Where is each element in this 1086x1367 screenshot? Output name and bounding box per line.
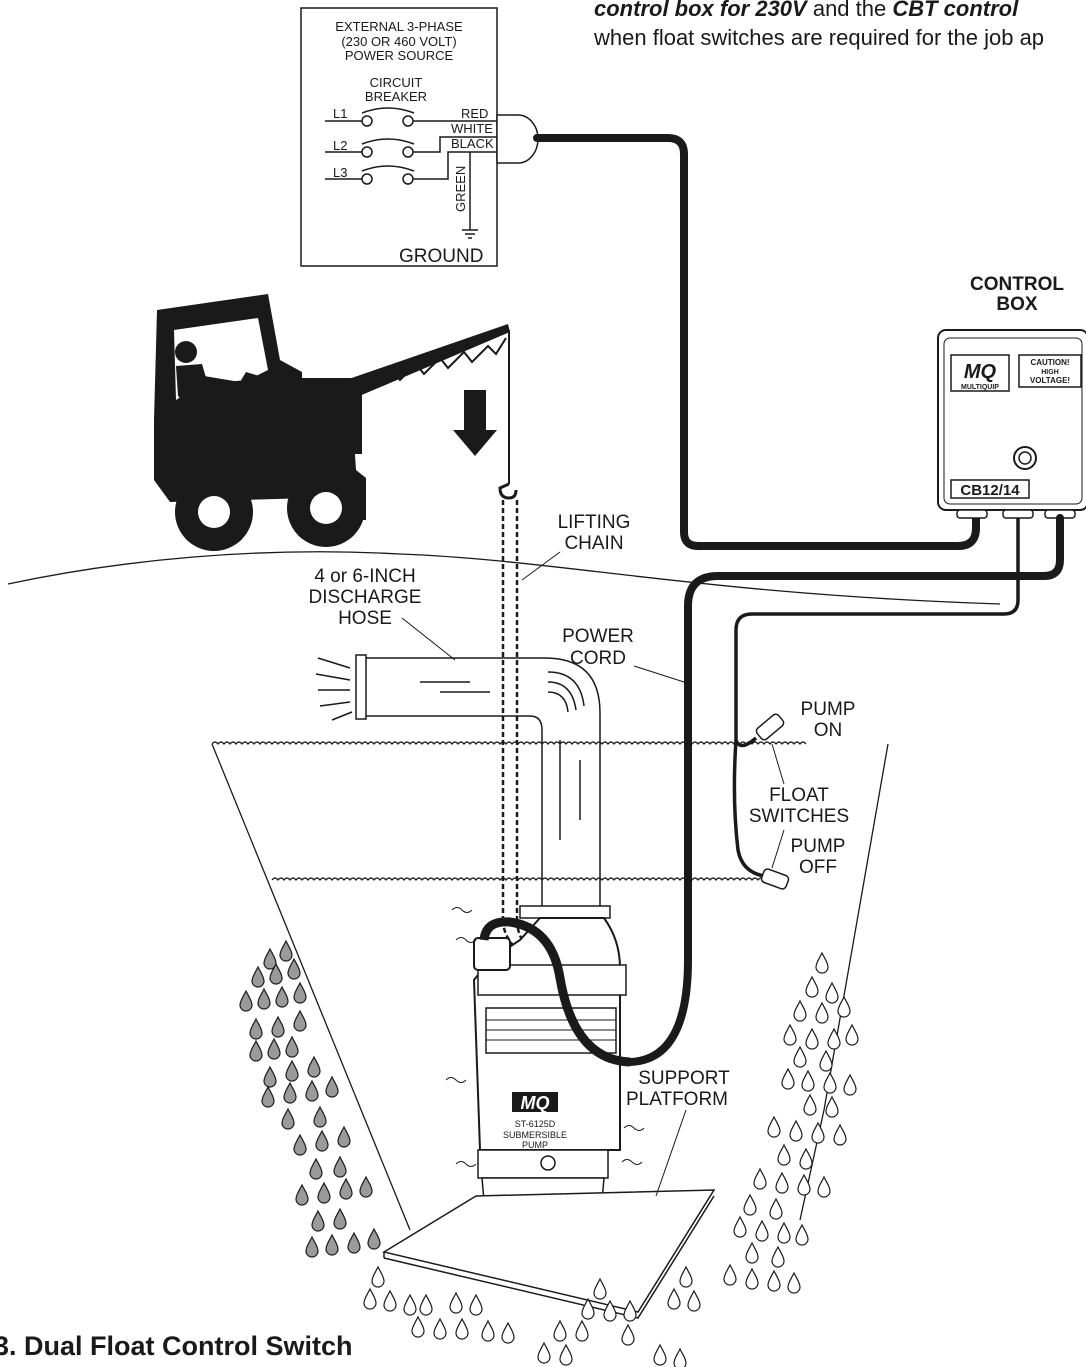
caution-line-1: CAUTION!	[1030, 358, 1069, 367]
control-box-brand: MQ	[964, 361, 997, 383]
l2-label: L2	[333, 138, 347, 153]
power-source-panel: EXTERNAL 3-PHASE (230 OR 460 VOLT) POWER…	[301, 8, 538, 267]
lower-label: LOWER	[471, 395, 483, 436]
plug-connector	[497, 115, 538, 163]
control-box: CONTROL BOX MQ MULTIQUIP CAUTION! HIGH V…	[938, 274, 1086, 518]
control-box-brand-sub: MULTIQUIP	[961, 384, 999, 391]
discharge-hose	[316, 655, 600, 912]
float-switch-on	[755, 713, 785, 742]
pump-brand: MQ	[521, 1093, 550, 1113]
figure-caption: 3. Dual Float Control Switch	[0, 1331, 353, 1362]
hose-label-1: 4 or 6-INCH	[314, 566, 415, 587]
crane-vehicle	[154, 294, 516, 551]
reset-knob	[1014, 447, 1036, 469]
power-cord-label-2: CORD	[570, 648, 626, 669]
pump-off-label-2: OFF	[799, 857, 837, 878]
water-line-high	[212, 742, 806, 744]
breaker-label-1: CIRCUIT	[370, 75, 423, 90]
caution-line-2: HIGH	[1041, 369, 1059, 376]
float-switch-off	[760, 868, 789, 890]
lifting-chain-label-1: LIFTING	[558, 512, 631, 533]
control-box-title-1: CONTROL	[970, 274, 1064, 295]
support-platform-label-1: SUPPORT	[638, 1068, 730, 1089]
cord-gland	[474, 938, 510, 970]
pump-on-label-2: ON	[814, 720, 843, 741]
seepage-drops	[240, 941, 380, 1257]
float-cord-on	[736, 518, 1018, 746]
power-cord-label-1: POWER	[562, 626, 634, 647]
pump-type-2: PUMP	[522, 1140, 548, 1150]
supply-cable	[537, 138, 976, 546]
control-box-model: CB12/14	[960, 482, 1020, 499]
power-source-title-3: POWER SOURCE	[345, 48, 454, 63]
breaker-label-2: BREAKER	[365, 89, 427, 104]
wire-white-label: WHITE	[451, 121, 493, 136]
l3-label: L3	[333, 165, 347, 180]
wire-black-label: BLACK	[451, 136, 494, 151]
wire-red-label: RED	[461, 106, 488, 121]
power-source-title-1: EXTERNAL 3-PHASE	[335, 19, 463, 34]
lower-arrow: LOWER	[453, 390, 497, 456]
wire-green-label: GREEN	[453, 166, 468, 212]
caution-line-3: VOLTAGE!	[1030, 376, 1070, 385]
l1-label: L1	[333, 106, 347, 121]
ground-label: GROUND	[399, 246, 483, 267]
support-platform	[384, 1190, 714, 1312]
hose-label-2: DISCHARGE	[309, 587, 422, 608]
pump-off-label-1: PUMP	[791, 836, 846, 857]
crane-boom	[340, 324, 510, 400]
support-platform-label-2: PLATFORM	[626, 1089, 728, 1110]
power-source-title-2: (230 OR 460 VOLT)	[341, 34, 456, 49]
crane-hook	[500, 484, 516, 498]
water-line-low	[272, 878, 776, 880]
pump-type-1: SUBMERSIBLE	[503, 1130, 567, 1140]
float-switches-label-2: SWITCHES	[749, 806, 849, 827]
hose-label-3: HOSE	[338, 608, 392, 629]
pump-on-label-1: PUMP	[801, 699, 856, 720]
pump-power-cord	[630, 518, 1060, 1062]
pump-model: ST-6125D	[515, 1119, 556, 1129]
float-switches-label-1: FLOAT	[769, 785, 829, 806]
operator-head	[175, 341, 197, 363]
lifting-chain-label-2: CHAIN	[564, 533, 623, 554]
control-box-title-2: BOX	[996, 294, 1038, 315]
